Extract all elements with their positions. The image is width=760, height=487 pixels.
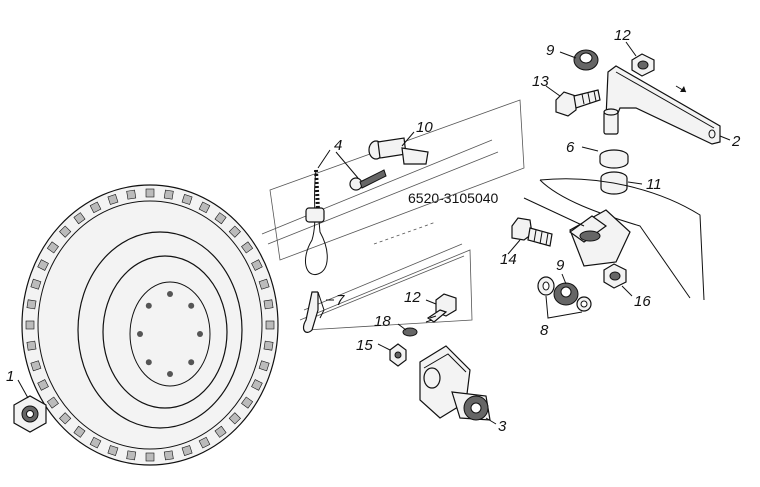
tread-block (163, 450, 174, 461)
part-3-winch-mechanism (419, 345, 491, 421)
rim-bolt-hole (197, 331, 203, 337)
part-code-label: 6520-3105040 (408, 190, 499, 206)
callout-14: 14 (500, 251, 517, 268)
rim-bolt-hole (167, 371, 173, 377)
holder-frame-assembly (539, 178, 705, 301)
spare-wheel (21, 184, 279, 466)
callout-8: 8 (540, 322, 549, 339)
callout-12-bottom: 12 (404, 289, 421, 306)
tread-block (30, 360, 42, 372)
tread-block (89, 201, 102, 214)
tread-block (126, 189, 137, 200)
part-18-washer (402, 327, 418, 337)
part-16-nut (603, 263, 627, 289)
part-12-nut-top (631, 53, 655, 77)
tread-block (163, 189, 174, 200)
part-6-washer (599, 149, 629, 169)
callout-3: 3 (498, 418, 507, 435)
rim-bolt-hole (167, 291, 173, 297)
part-14-bolt (511, 217, 553, 247)
tread-block (251, 379, 263, 391)
part-2-carrier-bracket (603, 65, 721, 145)
callout-2: 2 (731, 133, 741, 150)
wheel-hub-ring (129, 281, 211, 387)
tread-block (198, 201, 211, 214)
tread-block (181, 194, 193, 205)
tread-block (258, 360, 270, 372)
part-7-hook (302, 291, 325, 333)
tread-block (181, 445, 193, 456)
callout-9-bottom: 9 (556, 257, 565, 274)
tread-block (263, 340, 274, 351)
callout-4: 4 (334, 137, 342, 154)
tread-block (241, 241, 254, 254)
tread-block (241, 396, 254, 409)
part-10-pin (349, 137, 429, 191)
tread-block (265, 320, 275, 330)
callout-6: 6 (566, 139, 575, 156)
rim-bolt-hole (188, 302, 195, 309)
rim-bolt-hole (188, 359, 195, 366)
rim-bolt-hole (145, 359, 152, 366)
rim-bolt-hole (145, 302, 152, 309)
tread-block (126, 450, 137, 461)
holder-position-outline (261, 99, 525, 331)
callout-13: 13 (532, 73, 549, 90)
rim-bolt-holes (137, 291, 203, 377)
callout-18: 18 (374, 313, 391, 330)
tire-tread-pattern (25, 188, 275, 462)
callout-16: 16 (634, 293, 651, 310)
tread-block (214, 425, 227, 438)
tread-block (214, 212, 227, 225)
callout-9-top: 9 (546, 42, 555, 59)
part-4-cable-loop (304, 169, 328, 276)
callout-1: 1 (6, 368, 14, 385)
tread-block (73, 212, 86, 225)
part-9-bushing-top (573, 49, 599, 71)
part-8-bushing-set (537, 276, 592, 312)
part-12-bolt-bottom (425, 293, 457, 323)
callout-12-top: 12 (614, 27, 631, 44)
callout-11: 11 (646, 176, 662, 193)
part-15-nut (389, 343, 407, 367)
tread-block (145, 188, 155, 198)
tread-block (59, 225, 72, 238)
tread-block (73, 425, 86, 438)
tread-block (251, 259, 263, 271)
tread-block (107, 194, 119, 205)
tread-block (30, 278, 42, 290)
tread-block (89, 436, 102, 449)
tread-block (26, 340, 37, 351)
tire-tread-band (37, 200, 263, 450)
cable-clamp (305, 207, 325, 223)
part-1-wheel-nut (13, 395, 47, 433)
callout-10: 10 (416, 119, 433, 136)
tread-block (37, 379, 49, 391)
tread-block (46, 241, 59, 254)
callout-15: 15 (356, 337, 373, 354)
tread-block (228, 412, 241, 425)
tread-block (145, 452, 155, 462)
tread-block (107, 445, 119, 456)
tread-block (59, 412, 72, 425)
tread-block (46, 396, 59, 409)
rim-bolt-hole (137, 331, 143, 337)
tread-block (258, 278, 270, 290)
part-13-bolt (555, 89, 601, 117)
tread-block (37, 259, 49, 271)
tread-block (25, 320, 35, 330)
tread-block (198, 436, 211, 449)
callout-7: 7 (336, 292, 345, 309)
tread-block (228, 225, 241, 238)
tread-block (263, 299, 274, 310)
tread-block (26, 299, 37, 310)
